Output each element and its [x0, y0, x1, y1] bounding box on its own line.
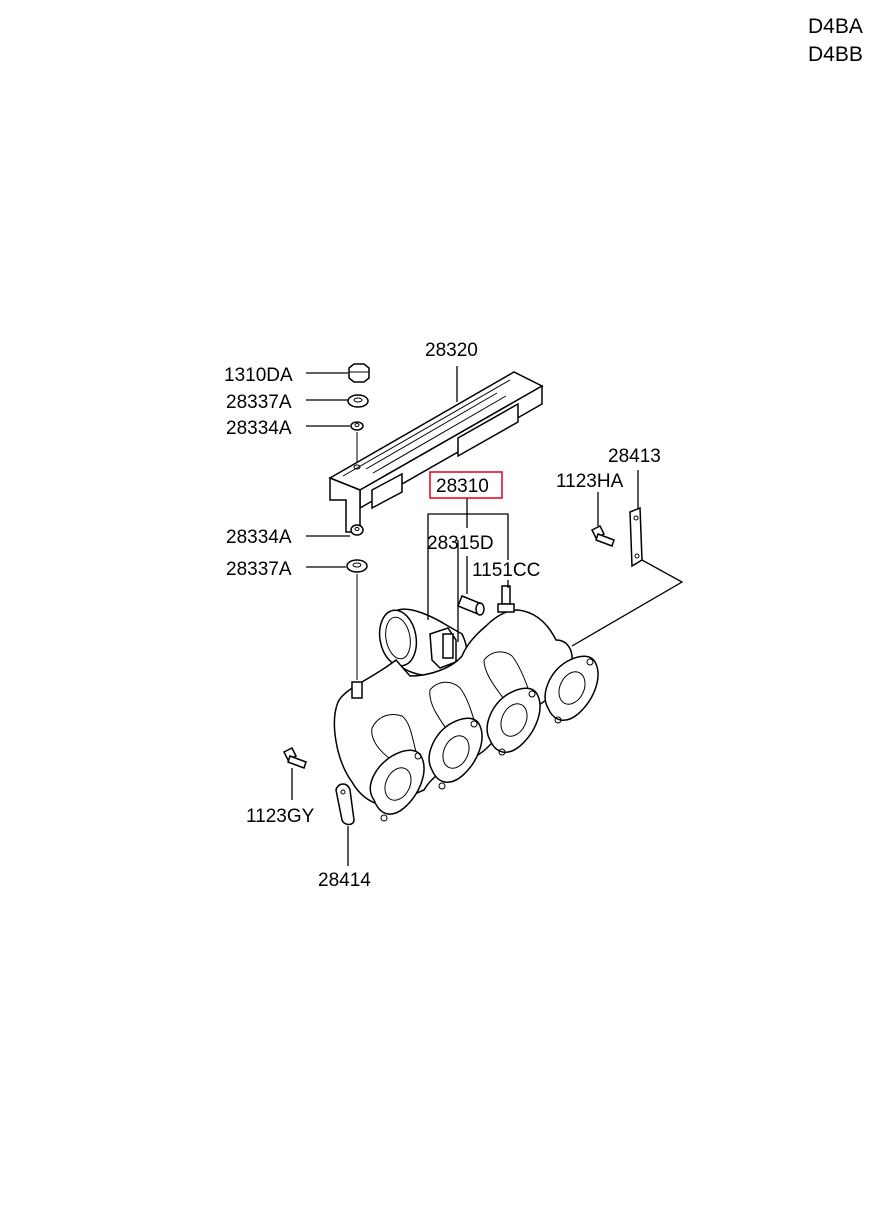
spacer-lower — [350, 524, 364, 536]
label-28414: 28414 — [318, 870, 371, 891]
label-1151CC: 1151CC — [472, 560, 540, 581]
label-28310: 28310 — [436, 476, 489, 497]
stud — [457, 595, 485, 616]
bolt-left — [282, 746, 307, 769]
label-1123HA: 1123HA — [556, 471, 624, 492]
bracket-left — [335, 783, 355, 826]
label-1310DA: 1310DA — [224, 365, 293, 386]
washer-lower — [346, 559, 368, 573]
exhaust-manifold — [333, 608, 599, 822]
heat-protector — [328, 371, 544, 533]
bracket-right — [629, 506, 643, 568]
bolt-right — [590, 524, 615, 547]
label-28337A-lower: 28337A — [226, 559, 292, 580]
engine-code-2: D4BB — [808, 43, 863, 66]
label-28334A-lower: 28334A — [226, 527, 292, 548]
washer-upper — [347, 394, 369, 408]
spacer-upper — [350, 421, 364, 431]
label-28334A-upper: 28334A — [226, 418, 292, 439]
engine-code-1: D4BA — [808, 15, 863, 38]
label-1123GY: 1123GY — [246, 806, 315, 827]
label-28337A-upper: 28337A — [226, 392, 292, 413]
highlight-box — [429, 471, 503, 499]
leader-lines — [291, 366, 684, 866]
label-28413: 28413 — [608, 446, 661, 467]
label-28315D: 28315D — [427, 533, 494, 554]
stud-bolt — [497, 585, 515, 613]
nut — [348, 363, 370, 383]
label-28320: 28320 — [425, 340, 478, 361]
